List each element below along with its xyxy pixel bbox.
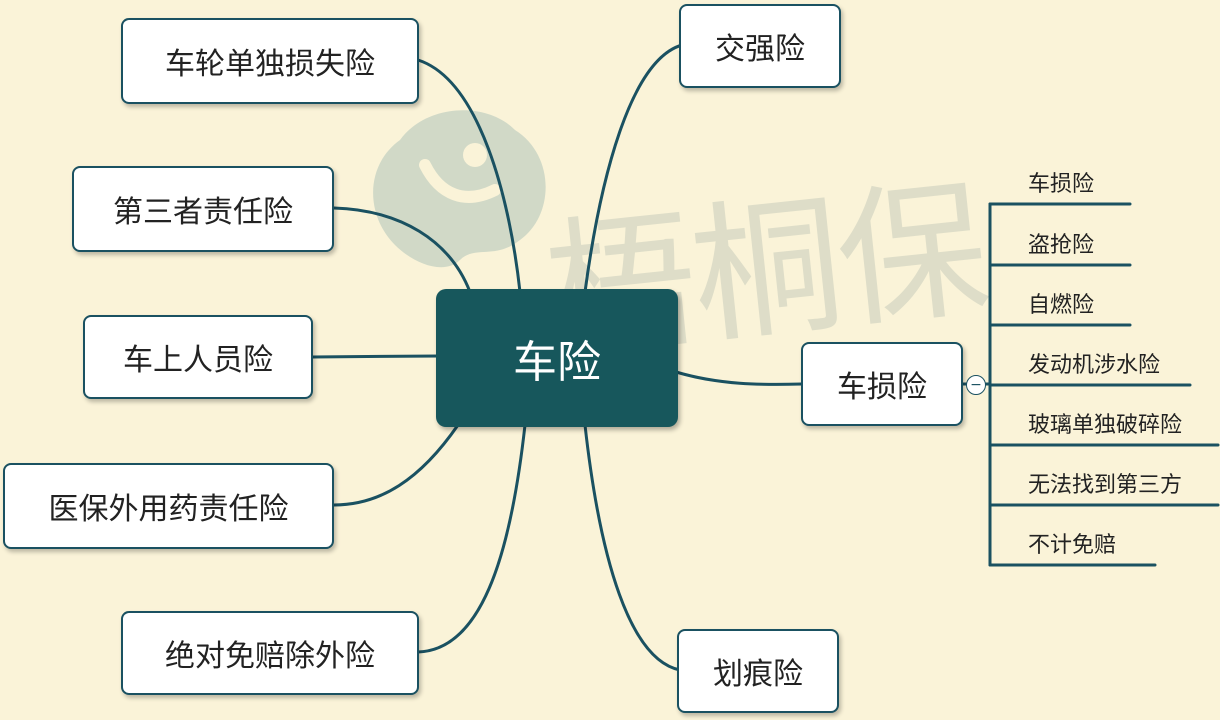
branch-line bbox=[332, 423, 460, 507]
branch-line bbox=[332, 206, 472, 294]
topic-label: 车轮单独损失险 bbox=[165, 47, 375, 82]
topic-car-damage[interactable]: 车损险 bbox=[801, 342, 963, 426]
topic-label: 交强险 bbox=[715, 32, 805, 67]
central-topic[interactable]: 车险 bbox=[436, 289, 678, 427]
topic-label: 第三者责任险 bbox=[113, 195, 293, 230]
branch-line bbox=[583, 43, 684, 294]
topic-scratch[interactable]: 划痕险 bbox=[677, 629, 839, 713]
subtopic-item[interactable]: 不计免赔 bbox=[1028, 533, 1117, 558]
topic-label: 划痕险 bbox=[713, 657, 803, 692]
central-topic-label: 车险 bbox=[513, 337, 601, 388]
branch-line bbox=[416, 58, 522, 294]
topic-passenger[interactable]: 车上人员险 bbox=[83, 315, 313, 399]
topic-absolute-deductible[interactable]: 绝对免赔除外险 bbox=[121, 611, 419, 695]
topic-label: 车上人员险 bbox=[123, 343, 273, 378]
branch-line bbox=[583, 423, 682, 672]
subtopic-item[interactable]: 盗抢险 bbox=[1028, 233, 1095, 258]
subtopic-item[interactable]: 车损险 bbox=[1028, 172, 1095, 197]
topic-label: 医保外用药责任险 bbox=[48, 492, 289, 527]
topic-compulsory-insurance[interactable]: 交强险 bbox=[679, 4, 841, 88]
subtopic-item[interactable]: 自燃险 bbox=[1028, 293, 1095, 318]
collapse-icon: − bbox=[970, 377, 982, 393]
subtopic-item[interactable]: 玻璃单独破碎险 bbox=[1028, 413, 1183, 438]
subtopic-item[interactable]: 无法找到第三方 bbox=[1028, 473, 1183, 498]
branch-line bbox=[416, 423, 527, 654]
subtopic-item[interactable]: 发动机涉水险 bbox=[1028, 353, 1161, 378]
topic-wheel-loss[interactable]: 车轮单独损失险 bbox=[121, 18, 419, 104]
branch-line bbox=[674, 370, 804, 386]
topic-label: 绝对免赔除外险 bbox=[165, 639, 375, 674]
topic-label: 车损险 bbox=[837, 370, 927, 405]
topic-third-party-liability[interactable]: 第三者责任险 bbox=[72, 166, 334, 252]
topic-non-insured-drugs[interactable]: 医保外用药责任险 bbox=[3, 463, 334, 549]
collapse-toggle[interactable]: − bbox=[966, 375, 986, 395]
branch-line bbox=[310, 354, 442, 359]
